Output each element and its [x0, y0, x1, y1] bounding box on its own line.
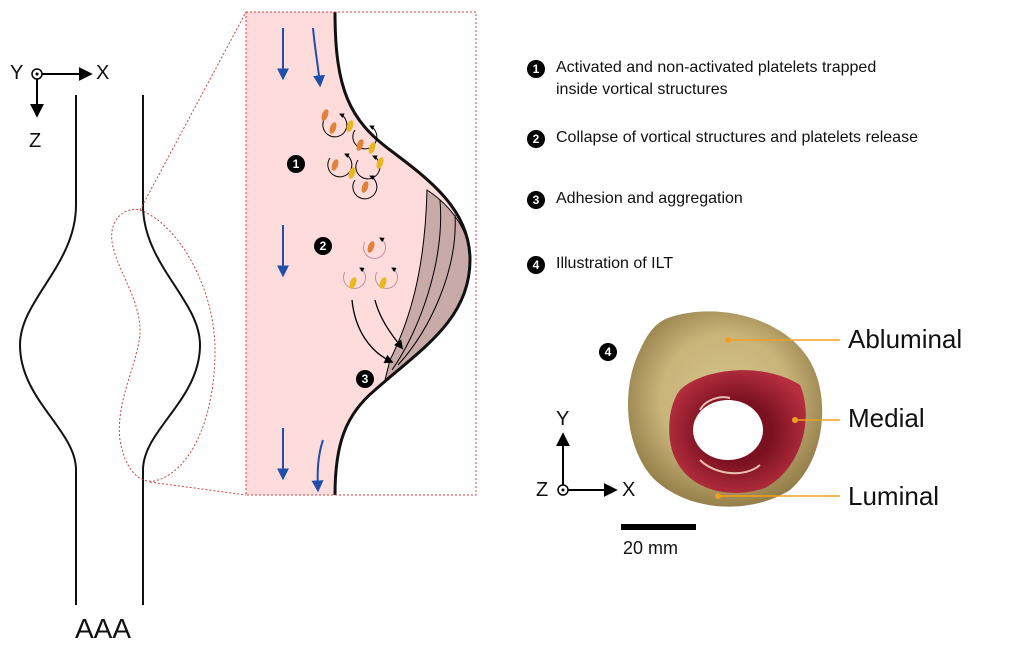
- legend-text-4: Illustration of ILT: [556, 253, 673, 275]
- scale-bar: [621, 524, 696, 530]
- aaa-outline: [20, 95, 200, 605]
- photo-axis-x-label: X: [622, 479, 635, 502]
- marker-3: 3: [356, 370, 374, 388]
- legend-item-2: 2 Collapse of vortical structures and pl…: [527, 130, 918, 149]
- left-axis-x-label: X: [96, 62, 109, 85]
- legend-item-4: 4 Illustration of ILT: [527, 256, 673, 275]
- legend-num-3: 3: [527, 191, 545, 209]
- legend-item-3: 3 Adhesion and aggregation: [527, 191, 743, 210]
- label-abluminal: Abluminal: [848, 324, 962, 355]
- scale-bar-label: 20 mm: [623, 538, 678, 559]
- marker-4: 4: [599, 343, 617, 361]
- left-axis-y-label: Y: [10, 62, 23, 85]
- legend-text-1: Activated and non-activated platelets tr…: [556, 57, 876, 101]
- label-luminal: Luminal: [848, 481, 939, 512]
- zoom-line-top: [140, 12, 246, 210]
- legend-item-1: 1 Activated and non-activated platelets …: [527, 60, 876, 101]
- zoom-line-bottom: [150, 482, 246, 495]
- left-axis-z-label: Z: [29, 130, 41, 153]
- legend-num-2: 2: [527, 130, 545, 148]
- legend-text-2: Collapse of vortical structures and plat…: [556, 127, 918, 149]
- photo-axes: [558, 435, 615, 495]
- marker-1: 1: [287, 155, 305, 173]
- left-axes: [32, 69, 90, 115]
- legend-text-3: Adhesion and aggregation: [556, 188, 743, 210]
- legend-num-4: 4: [527, 256, 545, 274]
- zoom-panel: [246, 12, 476, 495]
- marker-2: 2: [314, 237, 332, 255]
- legend-num-1: 1: [527, 60, 545, 78]
- label-medial: Medial: [848, 403, 925, 434]
- aaa-label: AAA: [75, 613, 131, 645]
- photo-axis-y-label: Y: [556, 408, 569, 431]
- photo-axis-z-label: Z: [536, 479, 548, 502]
